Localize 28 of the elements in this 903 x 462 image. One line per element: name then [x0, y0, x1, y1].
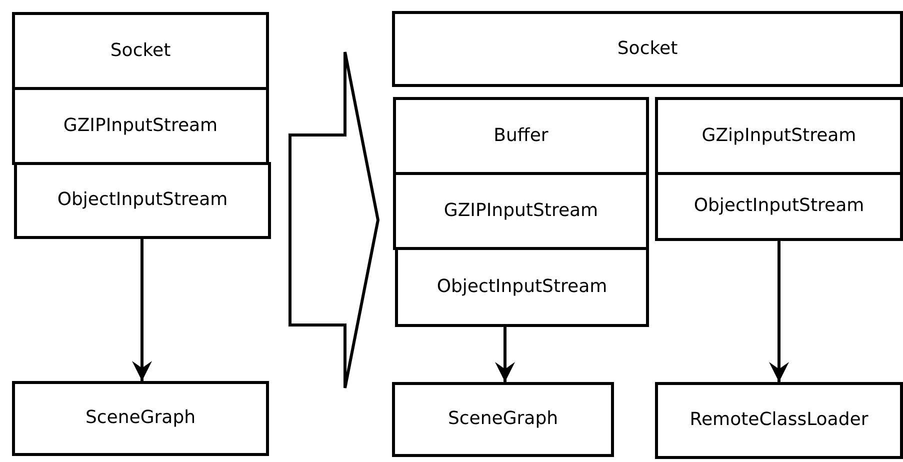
- process-box: [655, 382, 903, 459]
- process-box: [12, 87, 269, 165]
- box-label: GZIPInputStream: [444, 200, 598, 222]
- process-box: [12, 381, 269, 456]
- process-box: [393, 97, 649, 175]
- box-label: RemoteClassLoader: [690, 409, 868, 432]
- process-box: [655, 97, 903, 175]
- process-box: [392, 11, 903, 87]
- process-box: [393, 172, 649, 250]
- process-box: [14, 162, 271, 239]
- box-label: ObjectInputStream: [57, 189, 228, 212]
- process-box: [655, 172, 903, 241]
- box-label: ObjectInputStream: [694, 195, 864, 218]
- box-label: SceneGraph: [448, 408, 558, 431]
- process-box: [392, 382, 614, 457]
- block-arrow: [288, 50, 380, 390]
- box-label: GZipInputStream: [702, 124, 856, 148]
- box-label: GZIPInputStream: [63, 114, 218, 138]
- arrow: [495, 327, 515, 382]
- box-label: SceneGraph: [85, 407, 196, 430]
- box-label: ObjectInputStream: [436, 276, 608, 298]
- arrow: [132, 239, 152, 381]
- arrow: [769, 241, 789, 382]
- process-box: [12, 12, 269, 90]
- process-box: [395, 247, 649, 327]
- box-label: Buffer: [494, 124, 548, 148]
- box-label: Socket: [110, 40, 171, 62]
- box-label: Socket: [617, 38, 678, 60]
